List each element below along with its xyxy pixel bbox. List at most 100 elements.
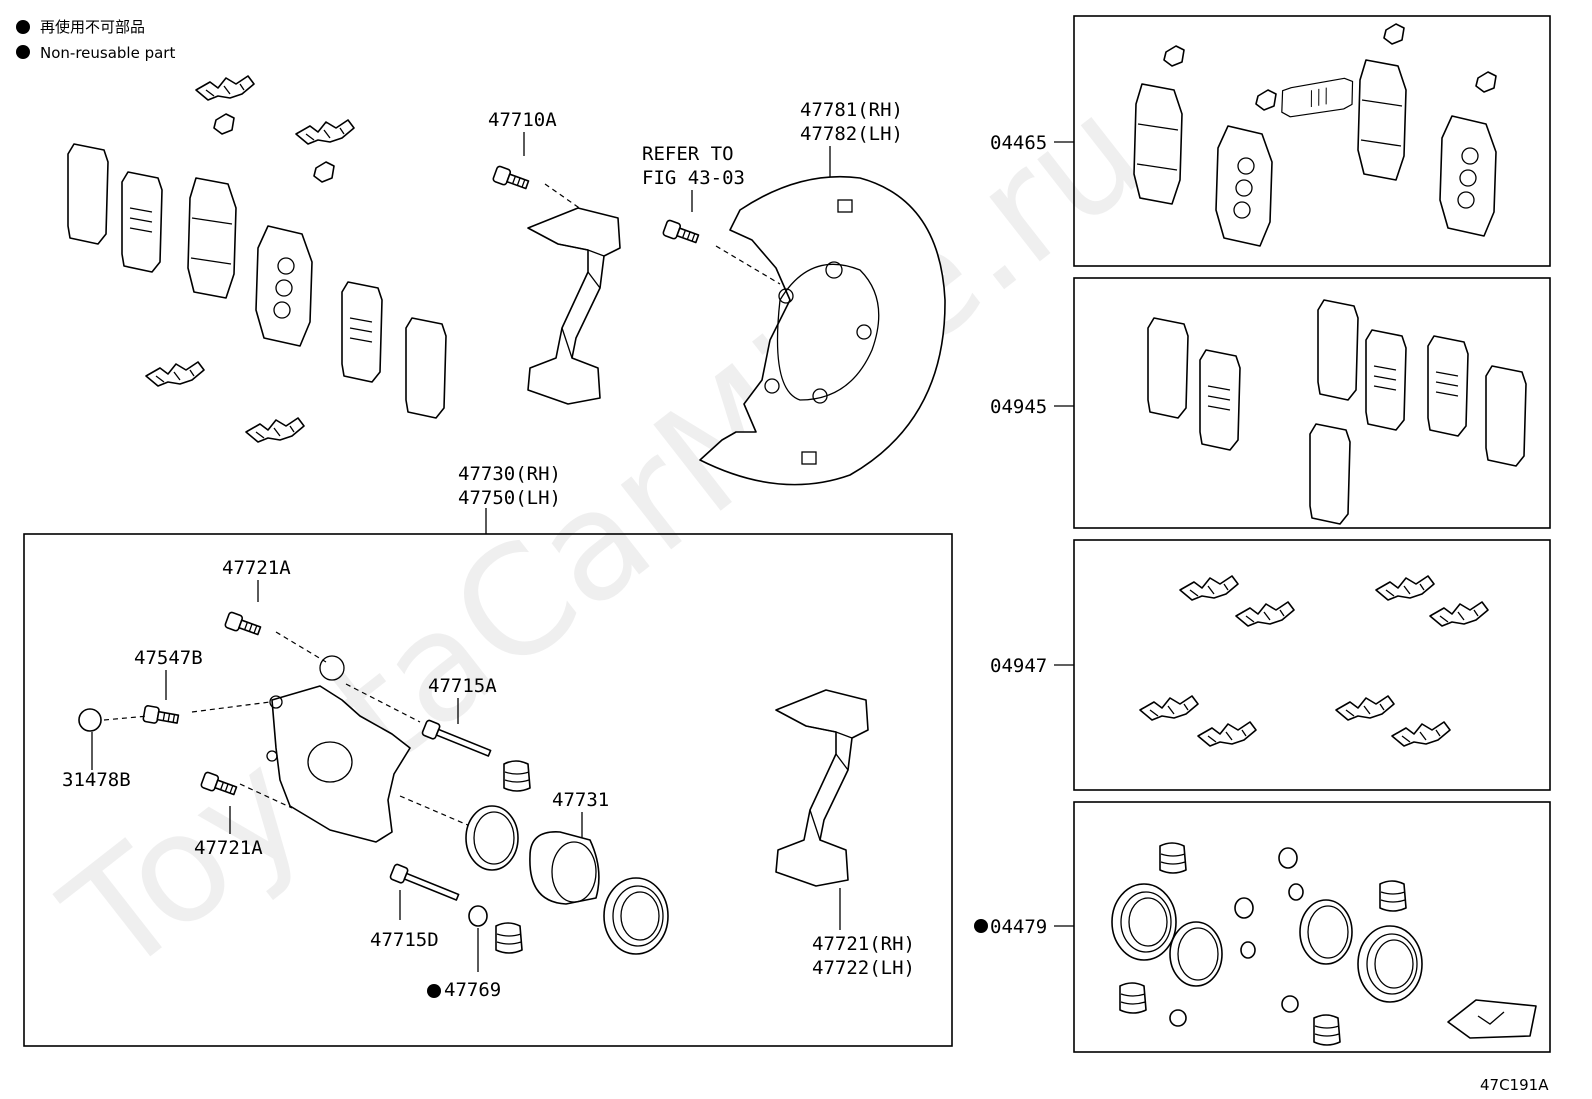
shim xyxy=(405,317,447,419)
label-47721A-top: 47721A xyxy=(222,557,291,579)
non-reusable-dot-icon xyxy=(16,20,30,34)
pad-clip xyxy=(1475,71,1497,93)
brake-pad xyxy=(255,225,313,347)
label-31478B: 31478B xyxy=(62,769,131,791)
kit-04947-frame xyxy=(1073,539,1551,791)
kit-04465-frame xyxy=(1073,15,1551,267)
brake-pad xyxy=(1133,83,1183,205)
anti-squeal-clip xyxy=(1197,721,1257,747)
pad-clip xyxy=(1255,89,1277,111)
guide-bolt xyxy=(223,610,263,640)
caliper-assembly-frame xyxy=(23,533,953,1047)
shield-bolt xyxy=(661,218,701,248)
dust-shield xyxy=(699,175,946,486)
bleeder-cap xyxy=(78,708,102,732)
shim xyxy=(1147,317,1189,419)
shim xyxy=(121,171,163,273)
anti-squeal-clip xyxy=(1179,575,1239,601)
non-reusable-dot-icon xyxy=(16,45,30,59)
anti-squeal-clip xyxy=(1391,721,1451,747)
pin-boot xyxy=(1379,880,1407,912)
label-caliper-rh: 47730(RH) xyxy=(458,463,561,485)
shim xyxy=(1199,349,1241,451)
non-reusable-dot-icon xyxy=(427,984,441,998)
shim xyxy=(1427,335,1469,437)
label-47715A: 47715A xyxy=(428,675,497,697)
kit-04465-contents xyxy=(1133,23,1497,247)
shim xyxy=(1365,329,1407,431)
shim xyxy=(1309,423,1351,525)
label-04945: 04945 xyxy=(990,396,1047,418)
bleeder-plug xyxy=(142,704,180,728)
pad-group-top-left xyxy=(67,75,447,443)
pad-clip xyxy=(1163,45,1185,67)
brake-pad xyxy=(1215,125,1273,247)
anti-squeal-clip xyxy=(1429,601,1489,627)
figure-code: 47C191A xyxy=(1480,1076,1549,1094)
label-mount-lh: 47722(LH) xyxy=(812,957,915,979)
shim xyxy=(1317,299,1359,401)
caliper-body xyxy=(266,655,411,843)
bolt-47710A xyxy=(491,164,531,194)
label-47715D: 47715D xyxy=(370,929,439,951)
pin-boot xyxy=(503,760,531,792)
label-47731: 47731 xyxy=(552,789,609,811)
legend-en: Non-reusable part xyxy=(40,44,175,62)
shim xyxy=(1277,76,1358,121)
pin-boot xyxy=(1313,1014,1341,1046)
bushing xyxy=(1169,1009,1187,1027)
label-fig-ref: FIG 43-03 xyxy=(642,167,745,189)
label-shield-lh: 47782(LH) xyxy=(800,123,903,145)
cylinder-boot xyxy=(1357,925,1423,1003)
label-47769: 47769 xyxy=(444,979,501,1001)
cylinder-boot xyxy=(1111,883,1177,961)
piston-seal xyxy=(1299,899,1353,965)
label-caliper-lh: 47750(LH) xyxy=(458,487,561,509)
non-reusable-dot-icon xyxy=(974,919,988,933)
pin-boot xyxy=(1159,842,1187,874)
bushing xyxy=(1278,847,1298,869)
shim xyxy=(1485,365,1527,467)
anti-squeal-clip xyxy=(295,119,355,145)
brake-pad xyxy=(1439,115,1497,237)
pad-clip xyxy=(313,161,335,183)
piston-seal xyxy=(1169,921,1223,987)
brake-pad xyxy=(1357,59,1407,181)
mounting-bracket xyxy=(527,207,621,405)
bleeder-cap xyxy=(1288,883,1304,901)
label-shield-rh: 47781(RH) xyxy=(800,99,903,121)
kit-04945-frame xyxy=(1073,277,1551,529)
grease-packet xyxy=(1447,999,1537,1039)
piston-seal xyxy=(465,805,519,871)
shim xyxy=(341,281,383,383)
label-04947: 04947 xyxy=(990,655,1047,677)
legend-jp: 再使用不可部品 xyxy=(40,18,145,36)
label-47721A-bottom: 47721A xyxy=(194,837,263,859)
caliper-assembly: 47721A 47547B 31478B 47721A 47715A 47731 xyxy=(62,557,915,1001)
mounting-bracket xyxy=(775,689,869,887)
piston xyxy=(529,831,600,905)
anti-squeal-clip xyxy=(1335,695,1395,721)
bushing-47769 xyxy=(468,905,488,927)
pad-clip xyxy=(1383,23,1405,45)
pin-boot xyxy=(495,922,523,954)
shim xyxy=(67,143,109,245)
cylinder-boot xyxy=(603,877,669,955)
bushing xyxy=(1281,995,1299,1013)
anti-squeal-clip xyxy=(1375,575,1435,601)
label-04465: 04465 xyxy=(990,132,1047,154)
pin-boot xyxy=(1119,982,1147,1014)
anti-squeal-clip xyxy=(195,75,255,101)
brake-pad xyxy=(187,177,237,299)
label-mount-rh: 47721(RH) xyxy=(812,933,915,955)
anti-squeal-clip xyxy=(245,417,305,443)
anti-squeal-clip xyxy=(1235,601,1295,627)
pad-clip xyxy=(213,113,235,135)
anti-squeal-clip xyxy=(1139,695,1199,721)
label-refer-to: REFER TO xyxy=(642,143,734,165)
bleeder-cap xyxy=(1240,941,1256,959)
legend: 再使用不可部品 Non-reusable part xyxy=(16,18,175,62)
kit-04479-frame xyxy=(1073,801,1551,1053)
label-04479: 04479 xyxy=(990,916,1047,938)
